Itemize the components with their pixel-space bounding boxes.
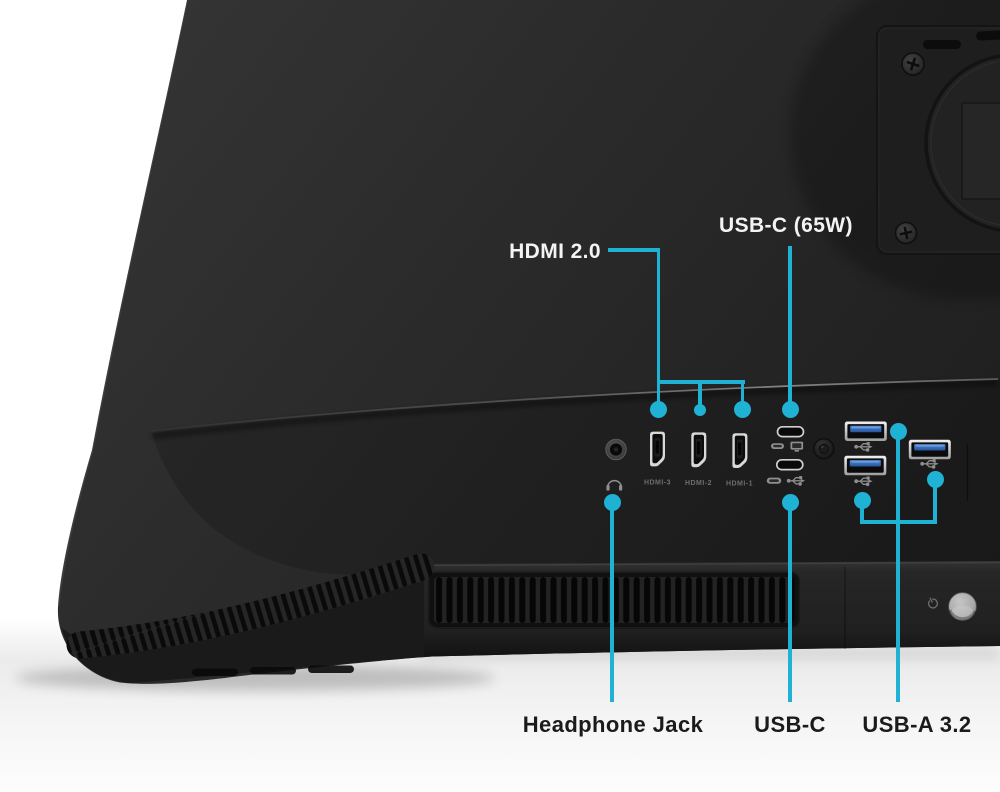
power-button: [948, 592, 977, 621]
usb-c-icon: [766, 477, 782, 484]
stand-mount-plate: [961, 102, 1000, 200]
hdmi-callout-line: [656, 380, 660, 403]
left-edge-highlight: [56, 1, 188, 607]
usb-c-callout-dot: [781, 493, 799, 511]
usb-a-callout-line: [896, 520, 900, 702]
usb-a-callout-dot: [926, 470, 944, 488]
usb-a-label: USB-A 3.2: [862, 712, 972, 737]
headphone-icon: [606, 479, 623, 491]
joystick-button: [813, 438, 835, 460]
usb-c-label: USB-C: [754, 712, 826, 737]
headphone-label: Headphone Jack: [522, 712, 704, 737]
power-icon: [927, 597, 939, 609]
corner-vents: [62, 553, 435, 683]
hdmi1-sublabel: HDMI-1: [726, 481, 753, 488]
usb-a-callout-line: [896, 437, 900, 524]
usb-c-power-label: USB-C (65W): [719, 214, 853, 237]
sweep-highlight-line: [149, 378, 999, 432]
hdmi-callout-dot: [733, 400, 751, 418]
screw-icon: [894, 221, 918, 245]
hdmi3-sublabel: HDMI-3: [644, 480, 671, 487]
hdmi-callout-line: [656, 248, 660, 383]
usb-c-port-top: [776, 425, 805, 438]
hdmi2-sublabel: HDMI-2: [685, 480, 712, 487]
display-icon: [790, 441, 804, 452]
usb-a-callout-dot: [853, 491, 871, 509]
usb-c-power-callout-line: [788, 246, 792, 403]
screw-icon: [901, 52, 925, 76]
hdmi-callout-dot: [649, 400, 667, 418]
speaker-grille: [428, 571, 800, 629]
hdmi-callout-line: [740, 380, 744, 403]
port-row: HDMI-3 HDMI-2 HDMI-1: [605, 421, 969, 501]
headphone-jack-port: [605, 438, 627, 461]
vesa-slot: [976, 30, 1000, 41]
usb-c-port-bottom: [775, 458, 804, 471]
sweep-shadow: [151, 380, 999, 439]
usb-c-power-callout-dot: [781, 400, 799, 418]
bottom-slit: [308, 665, 354, 673]
vesa-mount-plate: [876, 25, 1000, 255]
usb-a-callout-line: [860, 506, 864, 523]
bottom-slit: [192, 668, 238, 676]
usb-c-callout-line: [788, 508, 792, 702]
usb-a-callout-line: [933, 485, 937, 523]
usb-a-callout-dot: [889, 422, 907, 440]
hdmi-callout-line: [698, 380, 702, 406]
hdmi-callout-dot: [694, 404, 706, 416]
monitor-shell: [57, 0, 1000, 684]
bottom-slit: [250, 667, 296, 675]
usb-c-icon: [771, 443, 784, 449]
hdmi-callout-line: [608, 248, 659, 252]
headphone-callout-line: [610, 508, 614, 702]
hdmi-label: HDMI 2.0: [509, 240, 601, 263]
headphone-callout-dot: [603, 493, 621, 511]
vesa-slot: [923, 40, 961, 49]
